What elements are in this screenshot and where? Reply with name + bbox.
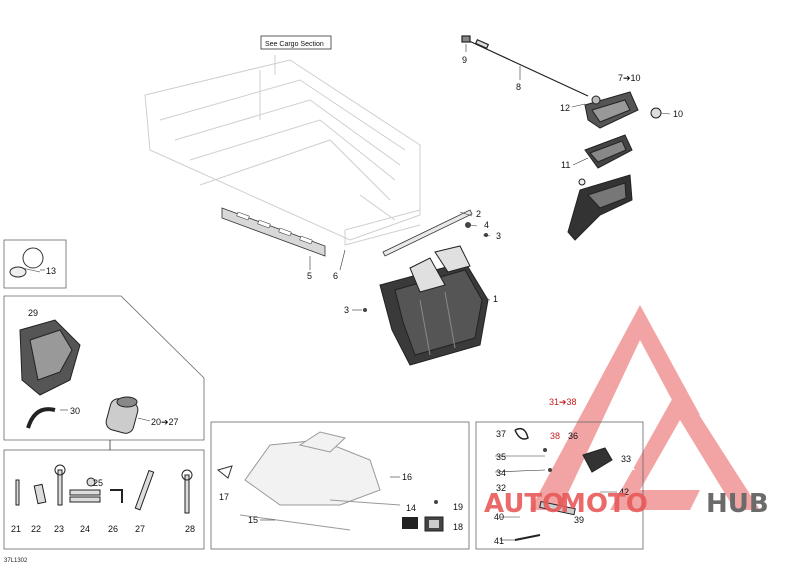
see-cargo-note: See Cargo Section (260, 35, 332, 50)
box-part-13 (3, 239, 67, 289)
part-20-27-tool-pouch (105, 396, 139, 434)
callout-35: 35 (496, 452, 506, 462)
callout-34: 34 (496, 468, 506, 478)
callout-18: 18 (453, 522, 463, 532)
callout-19: 19 (453, 502, 463, 512)
callout-8: 8 (516, 82, 521, 92)
leader-lines (40, 44, 671, 541)
callout-26: 26 (108, 524, 118, 534)
callout-4: 4 (484, 220, 489, 230)
callout-3a: 3 (496, 231, 501, 241)
callout-31-38: 31➔38 (549, 397, 577, 407)
watermark-logo (530, 305, 760, 510)
callout-9: 9 (462, 55, 467, 65)
cargo-rack-illustration (144, 55, 421, 246)
callout-36: 36 (568, 431, 578, 441)
callout-23: 23 (54, 524, 64, 534)
part-8-cable (461, 35, 589, 97)
part-11-tail-housing (567, 134, 633, 241)
callout-21: 21 (11, 524, 21, 534)
watermark-wordmark: AUTO MOTO HUB (484, 489, 769, 519)
part-5-side-rail (221, 207, 326, 257)
callout-16: 16 (402, 472, 412, 482)
box-tool-kit (3, 295, 205, 550)
callout-30: 30 (70, 406, 80, 416)
callout-27: 27 (135, 524, 145, 534)
watermark-hub: HUB (706, 489, 769, 519)
callout-17: 17 (219, 492, 229, 502)
callout-13: 13 (46, 266, 56, 276)
callout-22: 22 (31, 524, 41, 534)
hardware-screws (363, 222, 488, 312)
callout-6: 6 (333, 271, 338, 281)
callout-2: 2 (476, 209, 481, 219)
part-1-flap (379, 245, 489, 366)
tool-icons (15, 464, 193, 514)
callout-41: 41 (494, 536, 504, 546)
part-29-tool-bag (19, 319, 81, 396)
part-7-taillight (584, 91, 662, 129)
watermark-moto: MOTO (560, 489, 648, 519)
callout-10: 10 (673, 109, 683, 119)
callout-24: 24 (80, 524, 90, 534)
figure-reference: 37L1302 (4, 558, 28, 564)
callout-20-27: 20➔27 (151, 417, 179, 427)
callout-7-10: 7➔10 (618, 73, 641, 83)
callout-labels: 2 4 3 3 1 5 6 9 8 7➔10 12 10 11 13 29 30… (11, 55, 683, 546)
callout-39: 39 (574, 515, 584, 525)
see-cargo-label: See Cargo Section (265, 41, 324, 48)
callout-5: 5 (307, 271, 312, 281)
callout-28: 28 (185, 524, 195, 534)
callout-40: 40 (494, 512, 504, 522)
callout-12: 12 (560, 103, 570, 113)
callout-42: 42 (619, 487, 629, 497)
callout-33: 33 (621, 454, 631, 464)
callout-32: 32 (496, 483, 506, 493)
part-2-strip (382, 209, 473, 257)
callout-3b: 3 (344, 305, 349, 315)
callout-29: 29 (28, 308, 38, 318)
callout-1: 1 (493, 294, 498, 304)
part-30-strap (26, 407, 56, 429)
callout-25: 25 (93, 478, 103, 488)
callout-37: 37 (496, 429, 506, 439)
watermark-auto: AUTO (484, 489, 564, 519)
box-snowmobile (210, 421, 470, 550)
callout-38: 38 (550, 431, 560, 441)
callout-15: 15 (248, 515, 258, 525)
callout-14: 14 (406, 503, 416, 513)
callout-11: 11 (561, 160, 570, 170)
box-parts-31-42 (475, 421, 644, 550)
